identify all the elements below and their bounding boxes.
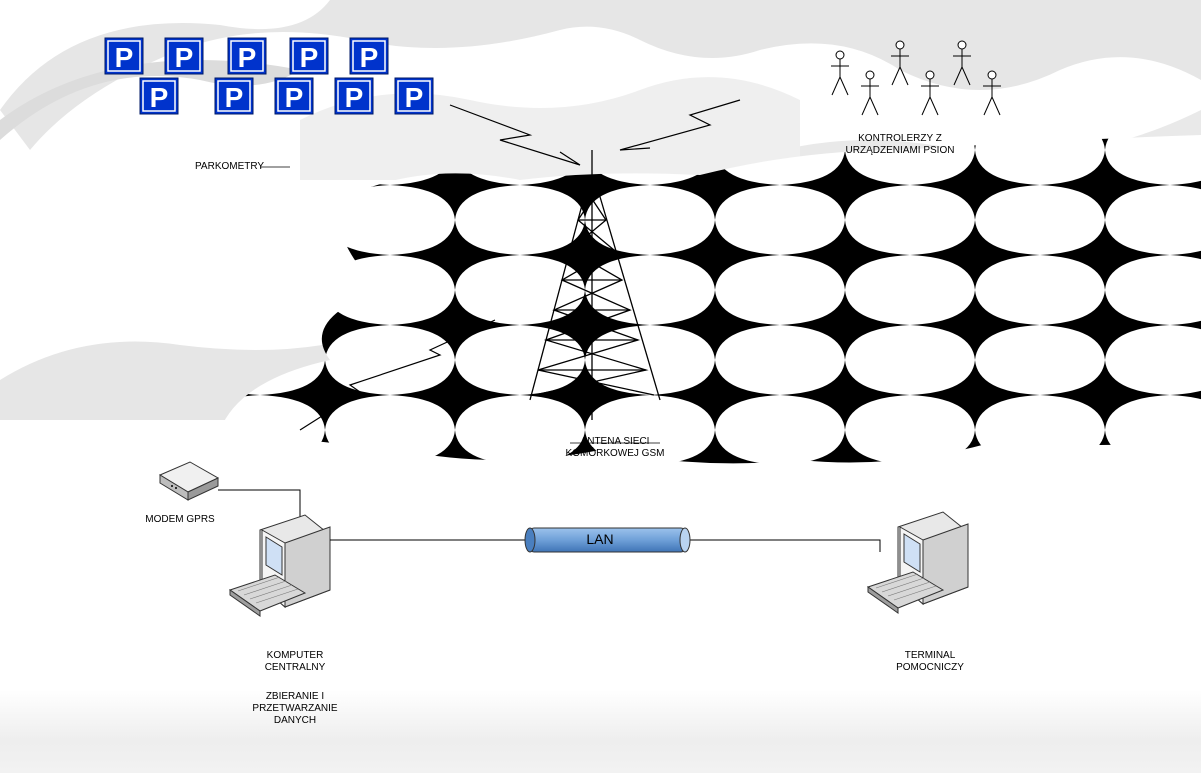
controller-person-icon xyxy=(891,40,909,86)
parking-meter-glyph: P xyxy=(405,82,424,113)
central-computer-label: KOMPUTER CENTRALNY xyxy=(245,650,345,674)
parking-meter-icon: P xyxy=(139,77,179,115)
lightning-meters-link xyxy=(449,104,581,166)
central-computer-icon xyxy=(228,514,331,617)
central-computer-label-line1: KOMPUTER xyxy=(266,650,324,661)
controller-person-icon xyxy=(983,70,1001,116)
parking-meter-icon: P xyxy=(164,37,204,75)
controllers-group xyxy=(831,40,1001,116)
data-processing-label: ZBIERANIE I PRZETWARZANIE DANYCH xyxy=(245,691,345,727)
terminal-label-line2: POMOCNICZY xyxy=(896,662,964,673)
parking-meter-glyph: P xyxy=(225,82,244,113)
lightning-modem-link xyxy=(299,319,496,431)
parking-meter-glyph: P xyxy=(360,42,379,73)
controller-person-icon xyxy=(921,70,939,116)
parking-meter-icon: P xyxy=(334,77,374,115)
data-processing-label-line2: PRZETWARZANIE xyxy=(252,703,338,714)
parking-meter-glyph: P xyxy=(300,42,319,73)
data-processing-label-line3: DANYCH xyxy=(273,715,317,726)
parking-meter-glyph: P xyxy=(285,82,304,113)
parking-meter-icon: P xyxy=(349,37,389,75)
modem-label: MODEM GPRS xyxy=(145,514,215,525)
controllers-label: KONTROLERZY Z URZĄDZENIAMI PSION xyxy=(830,133,970,157)
parking-meter-icon: P xyxy=(214,77,254,115)
controller-person-icon xyxy=(953,40,971,86)
controllers-label-line1: KONTROLERZY Z xyxy=(858,133,942,144)
central-computer-label-line2: CENTRALNY xyxy=(264,662,326,673)
controller-person-icon xyxy=(831,50,849,96)
data-processing-label-line1: ZBIERANIE I xyxy=(265,691,325,702)
parking-meter-icon: P xyxy=(394,77,434,115)
parking-meter-glyph: P xyxy=(345,82,364,113)
lan-pipe xyxy=(524,527,691,553)
parkometry-label: PARKOMETRY xyxy=(195,161,265,172)
radio-links xyxy=(299,99,741,431)
parking-meter-icon: P xyxy=(289,37,329,75)
gprs-modem-icon xyxy=(158,461,220,501)
terminal-label: TERMINAL POMOCNICZY xyxy=(880,650,980,674)
terminal-label-line1: TERMINAL xyxy=(904,650,956,661)
lan-label: LAN xyxy=(586,531,614,547)
parking-meter-glyph: P xyxy=(238,42,257,73)
lightning-controllers-link xyxy=(619,99,741,151)
parking-meter-icon: P xyxy=(104,37,144,75)
controller-person-icon xyxy=(861,70,879,116)
gsm-antenna-tower xyxy=(529,150,661,420)
antenna-label-line2: KOMÓRKOWEJ GSM xyxy=(565,448,665,459)
antenna-label-line1: ANTENA SIECI xyxy=(580,436,650,447)
parking-meter-icon: P xyxy=(274,77,314,115)
parking-meter-glyph: P xyxy=(115,42,134,73)
terminal-computer-icon xyxy=(866,511,969,614)
parking-meter-glyph: P xyxy=(150,82,169,113)
parking-meter-glyph: P xyxy=(175,42,194,73)
controllers-label-line2: URZĄDZENIAMI PSION xyxy=(845,145,955,156)
antenna-label: ANTENA SIECI KOMÓRKOWEJ GSM xyxy=(550,436,680,460)
gsm-cloud-pattern xyxy=(220,135,1201,464)
parking-meter-icon: P xyxy=(227,37,267,75)
floor-band xyxy=(0,690,1201,773)
lan-line-right xyxy=(688,539,881,552)
